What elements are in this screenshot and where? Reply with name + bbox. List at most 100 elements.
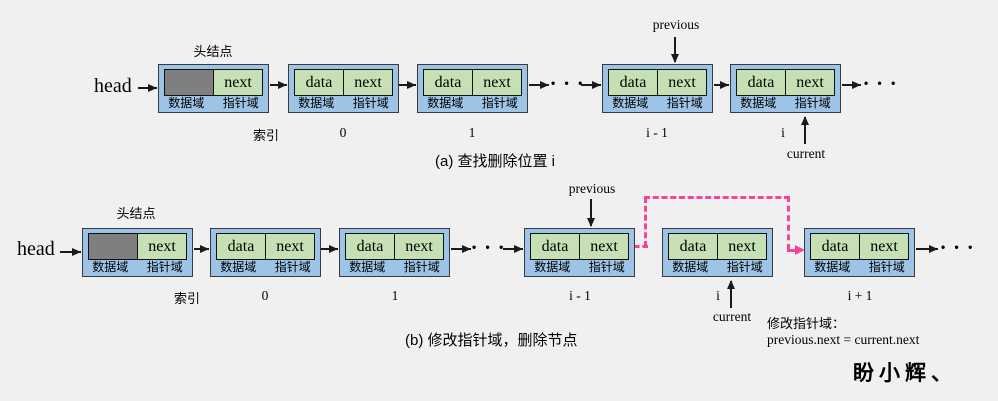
previous-arrow-a	[671, 37, 679, 63]
node-b-i: data next 数据域 指针域	[662, 228, 773, 277]
data-cell: data	[345, 233, 395, 260]
node-cells: data next	[294, 69, 393, 96]
next-cell: next	[214, 69, 263, 96]
data-cell-label: data	[619, 73, 647, 91]
node-field-labels: 数据域 指针域	[805, 258, 914, 275]
current-label-a: current	[786, 146, 826, 161]
next-cell-label: next	[796, 73, 824, 91]
pointer-field-label: 指针域	[588, 260, 625, 274]
next-cell: next	[395, 233, 444, 260]
ellipsis-a-2: • • •	[864, 76, 899, 90]
next-cell-label: next	[148, 237, 176, 255]
index-header-b: 索引	[173, 291, 201, 306]
data-cell: data	[736, 69, 786, 96]
annotation-code: previous.next = current.next	[767, 332, 920, 347]
pink-bypass-down	[787, 196, 790, 250]
index-label-b: i + 1	[847, 288, 873, 303]
node-cells: data next	[668, 233, 767, 260]
data-field-label: 数据域	[168, 96, 205, 110]
pointer-field-label: 指针域	[222, 96, 259, 110]
next-cell-label: next	[405, 237, 433, 255]
node-field-labels: 数据域 指针域	[83, 258, 192, 275]
pointer-field-label: 指针域	[403, 260, 440, 274]
data-field-label: 数据域	[220, 260, 257, 274]
arrow-a-5	[842, 81, 861, 89]
head-pointer-a: head	[94, 75, 132, 97]
pointer-field-label: 指针域	[666, 96, 703, 110]
node-field-labels: 数据域 指针域	[159, 94, 268, 111]
next-cell: next	[718, 233, 767, 260]
index-label-b: 0	[261, 288, 269, 303]
current-arrow-b	[727, 280, 735, 308]
ellipsis-a-1: • • •	[551, 76, 586, 90]
annotation-title: 修改指针域：	[767, 316, 846, 331]
next-cell-label: next	[870, 237, 898, 255]
node-b-1: data next 数据域 指针域	[339, 228, 450, 277]
next-cell: next	[860, 233, 909, 260]
node-a-head: next 数据域 指针域	[158, 64, 269, 113]
previous-label-a: previous	[652, 17, 700, 32]
next-cell: next	[344, 69, 393, 96]
node-field-labels: 数据域 指针域	[289, 94, 398, 111]
data-field-label: 数据域	[814, 260, 851, 274]
head-pointer-b: head	[17, 238, 55, 260]
node-b-i + 1: data next 数据域 指针域	[804, 228, 915, 277]
node-field-labels: 数据域 指针域	[418, 94, 527, 111]
data-field-label: 数据域	[672, 260, 709, 274]
data-cell-label: data	[356, 237, 384, 255]
pink-bypass-start	[634, 245, 648, 248]
next-cell-label: next	[728, 237, 756, 255]
data-field-label: 数据域	[427, 96, 464, 110]
pink-bypass-end	[787, 249, 797, 252]
current-arrow-a	[801, 116, 809, 144]
node-cells: data next	[423, 69, 522, 96]
ellipsis-b-2: • • •	[941, 240, 976, 254]
next-cell-label: next	[276, 237, 304, 255]
index-label-a: 1	[468, 125, 476, 140]
node-field-labels: 数据域 指针域	[340, 258, 449, 275]
arrow-a-0	[270, 81, 287, 89]
node-b-0: data next 数据域 指针域	[210, 228, 321, 277]
data-cell	[164, 69, 214, 96]
node-field-labels: 数据域 指针域	[525, 258, 634, 275]
index-label-a: i - 1	[646, 125, 668, 140]
node-cells: data next	[530, 233, 629, 260]
data-cell-label: data	[305, 73, 333, 91]
node-field-labels: 数据域 指针域	[731, 94, 840, 111]
pink-bypass-top	[644, 196, 790, 199]
data-cell: data	[294, 69, 344, 96]
node-cells: data next	[810, 233, 909, 260]
index-label-b: i - 1	[569, 288, 591, 303]
data-cell: data	[668, 233, 718, 260]
previous-label-b: previous	[568, 181, 616, 196]
next-cell-label: next	[354, 73, 382, 91]
pointer-field-label: 指针域	[481, 96, 518, 110]
caption-b: (b) 修改指针域，删除节点	[405, 332, 578, 349]
arrow-b-3	[503, 245, 523, 253]
data-cell: data	[530, 233, 580, 260]
next-cell-label: next	[483, 73, 511, 91]
data-cell-label: data	[434, 73, 462, 91]
arrow-a-4	[714, 81, 729, 89]
arrow-a-3	[581, 81, 601, 89]
index-label-a: i	[781, 125, 785, 140]
node-b-i - 1: data next 数据域 指针域	[524, 228, 635, 277]
node-a-i - 1: data next 数据域 指针域	[602, 64, 713, 113]
node-cells: data next	[216, 233, 315, 260]
data-cell: data	[216, 233, 266, 260]
current-label-b: current	[712, 309, 752, 324]
next-cell: next	[658, 69, 707, 96]
next-cell-label: next	[590, 237, 618, 255]
arrow-a-2	[529, 81, 549, 89]
data-cell	[88, 233, 138, 260]
pointer-field-label: 指针域	[868, 260, 905, 274]
arrow-a-1	[399, 81, 416, 89]
data-cell: data	[810, 233, 860, 260]
pink-bypass-up	[644, 197, 647, 247]
pointer-field-label: 指针域	[726, 260, 763, 274]
arrow-b-2	[451, 245, 471, 253]
next-cell-label: next	[224, 73, 252, 91]
arrow-head-to-node-b	[60, 248, 81, 256]
arrow-b-4	[916, 245, 938, 253]
